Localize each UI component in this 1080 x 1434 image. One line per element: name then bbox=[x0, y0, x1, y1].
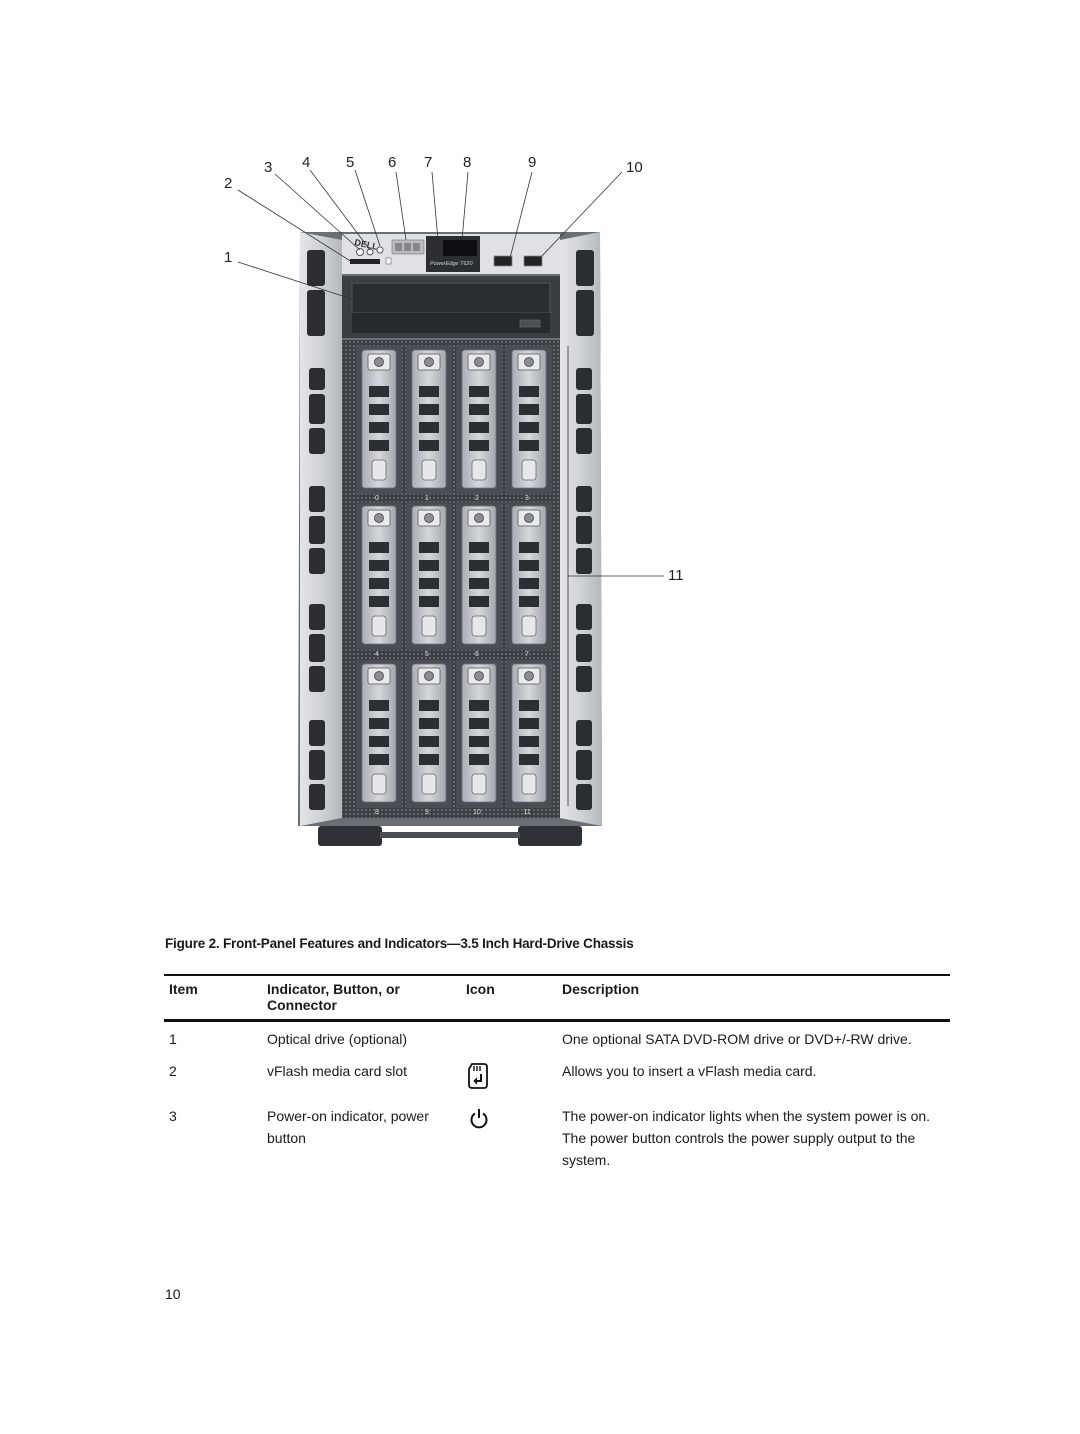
bay-number-label: 2 bbox=[475, 495, 479, 502]
bay-number-label: 1 bbox=[425, 495, 429, 502]
callout-8: 8 bbox=[463, 154, 471, 171]
row-indicator: Power-on indicator, power button bbox=[267, 1108, 429, 1146]
row-item: 1 bbox=[169, 1031, 177, 1047]
hard-drive-carrier[interactable]: 8 bbox=[356, 660, 402, 816]
optical-eject-button[interactable] bbox=[519, 319, 541, 328]
bay-number-label: 6 bbox=[475, 651, 479, 658]
callout-3: 3 bbox=[264, 159, 272, 176]
id-button[interactable] bbox=[376, 246, 384, 254]
callout-6: 6 bbox=[388, 154, 396, 171]
bay-number-label: 11 bbox=[523, 809, 530, 816]
header-icon: Icon bbox=[466, 981, 495, 997]
bay-number-label: 5 bbox=[425, 651, 429, 658]
bay-number-label: 9 bbox=[425, 809, 429, 816]
sd-card-icon bbox=[468, 1063, 488, 1089]
row-description: The power-on indicator lights when the s… bbox=[562, 1108, 931, 1168]
left-side-vents bbox=[307, 250, 325, 810]
usb-port-1[interactable] bbox=[493, 255, 513, 267]
hard-drive-carrier[interactable]: 6 bbox=[456, 502, 502, 658]
row-description: Allows you to insert a vFlash media card… bbox=[562, 1063, 817, 1079]
bay-number-label: 3 bbox=[525, 495, 529, 502]
callout-5: 5 bbox=[346, 154, 354, 171]
figure-caption: Figure 2. Front-Panel Features and Indic… bbox=[165, 936, 634, 951]
bay-number-label: 4 bbox=[375, 651, 379, 658]
callout-11: 11 bbox=[668, 567, 684, 584]
callout-9: 9 bbox=[528, 154, 536, 171]
bay-number-label: 0 bbox=[375, 495, 379, 502]
callout-leaders bbox=[237, 169, 664, 806]
hard-drive-carrier[interactable]: 7 bbox=[506, 502, 552, 658]
hard-drive-carrier[interactable]: 11 bbox=[506, 660, 552, 816]
row-indicator: vFlash media card slot bbox=[267, 1063, 408, 1079]
hard-drive-carrier[interactable]: 9 bbox=[406, 660, 452, 816]
bay-number-label: 10 bbox=[473, 809, 481, 816]
hard-drive-carrier[interactable]: 2 bbox=[456, 346, 502, 502]
callout-10: 10 bbox=[626, 159, 643, 176]
row-indicator: Optical drive (optional) bbox=[267, 1031, 408, 1047]
hard-drive-carrier[interactable]: 10 bbox=[456, 660, 502, 816]
power-icon bbox=[470, 1109, 488, 1129]
hard-drive-carrier[interactable]: 5 bbox=[406, 502, 452, 658]
power-button[interactable] bbox=[356, 248, 364, 256]
usb-port-2[interactable] bbox=[523, 255, 543, 267]
right-side-vents bbox=[576, 250, 594, 810]
optical-drive[interactable] bbox=[351, 282, 551, 314]
callout-1: 1 bbox=[224, 249, 232, 266]
header-description: Description bbox=[562, 981, 640, 997]
header-indicator: Indicator, Button, or Connector bbox=[267, 981, 400, 1013]
callout-4: 4 bbox=[302, 154, 310, 171]
row-item: 3 bbox=[169, 1108, 177, 1124]
row-item: 2 bbox=[169, 1063, 177, 1079]
hard-drive-carrier[interactable]: 0 bbox=[356, 346, 402, 502]
nmi-button[interactable] bbox=[366, 248, 374, 256]
model-label: PowerEdge T620 bbox=[430, 261, 473, 267]
callout-7: 7 bbox=[424, 154, 432, 171]
hard-drive-carrier[interactable]: 4 bbox=[356, 502, 402, 658]
chassis-foot-left bbox=[318, 826, 382, 846]
header-item: Item bbox=[169, 981, 198, 997]
bay-number-label: 7 bbox=[525, 651, 529, 658]
row-description: One optional SATA DVD-ROM drive or DVD+/… bbox=[562, 1031, 912, 1047]
chassis-foot-right bbox=[518, 826, 582, 846]
hard-drive-carrier[interactable]: 3 bbox=[506, 346, 552, 502]
page-number: 10 bbox=[165, 1286, 181, 1302]
hard-drive-carrier[interactable]: 1 bbox=[406, 346, 452, 502]
hard-drive-bays: 0 1 2 3 4 5 6 7 8 9 10 11 bbox=[356, 346, 552, 816]
bay-number-label: 8 bbox=[375, 809, 379, 816]
callout-2: 2 bbox=[224, 175, 232, 192]
vflash-slot bbox=[350, 259, 380, 264]
